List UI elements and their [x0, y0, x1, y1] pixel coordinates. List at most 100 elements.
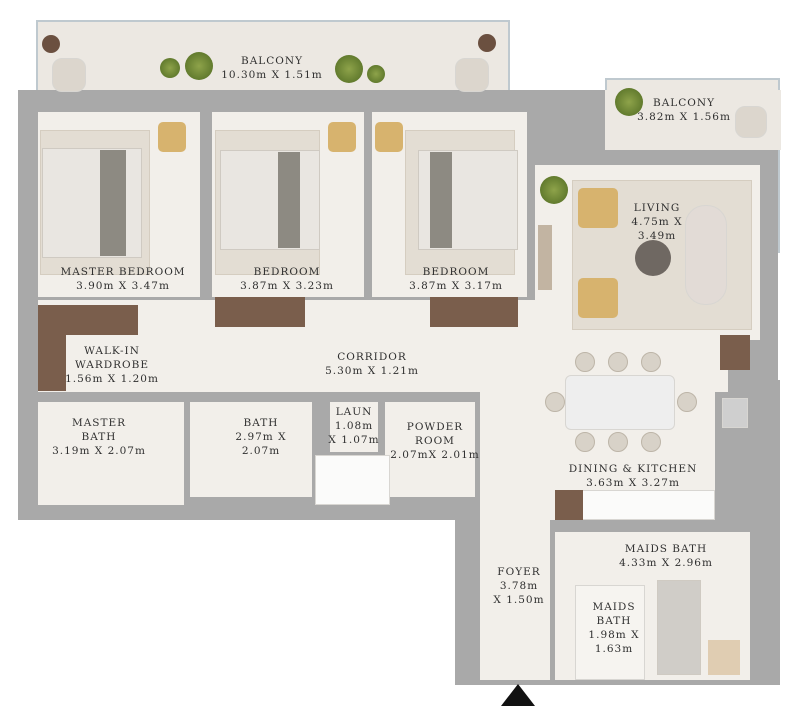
room-size: 5.30m X 1.21m [325, 365, 419, 377]
dining-chair [575, 432, 595, 452]
room-size: 4.75m X [631, 216, 683, 228]
dining-chair [608, 352, 628, 372]
room-name: MAIDS BATH [624, 543, 708, 555]
kitchen-cabinet [555, 490, 583, 520]
dining-chair [575, 352, 595, 372]
label-bedroom-2: BEDROOM 3.87m X 3.23m [240, 265, 334, 293]
room-size: 2.07m [241, 445, 281, 457]
room-name: MASTER [71, 417, 127, 429]
master-bed [42, 148, 142, 258]
room-name: BATH [81, 431, 117, 443]
laundry-shower [315, 455, 390, 505]
room-name: BATH [596, 615, 632, 627]
room-size: 3.87m X 3.23m [240, 280, 334, 292]
room-size: 2.07mX 2.01m [390, 449, 480, 461]
room-size: 2.97m X [235, 431, 287, 443]
plant-icon [160, 58, 180, 78]
maids-side-table [708, 640, 740, 675]
dining-chair [608, 432, 628, 452]
bath-floor [190, 402, 312, 497]
room-size: 3.49m [637, 230, 677, 242]
label-balcony-main: BALCONY 10.30m X 1.51m [221, 54, 323, 82]
sofa [685, 205, 727, 305]
label-corridor: CORRIDOR 5.30m X 1.21m [325, 350, 419, 378]
foyer-floor [480, 520, 550, 680]
walk-in-wardrobe-side [38, 305, 66, 391]
bedroom-2-bed [220, 150, 320, 250]
room-size: X 1.07m [328, 434, 380, 446]
balcony-chair [455, 58, 489, 92]
coffee-table [635, 240, 671, 276]
bedroom-3-wardrobe [430, 297, 518, 327]
room-name: LAUN [335, 406, 373, 418]
armchair-bedroom-3 [375, 122, 403, 152]
living-armchair-1 [578, 188, 618, 228]
room-name: WARDROBE [74, 359, 150, 371]
room-size: 1.08m [334, 420, 374, 432]
room-size: 1.98m X [588, 629, 640, 641]
label-powder: POWDER ROOM 2.07mX 2.01m [390, 420, 479, 462]
dining-chair [641, 352, 661, 372]
room-name: BALCONY [652, 97, 716, 109]
label-maids-bath: MAIDS BATH 1.98m X 1.63m [588, 600, 639, 656]
plant-icon [540, 176, 568, 204]
dining-chair [641, 432, 661, 452]
room-name: ROOM [415, 435, 455, 447]
label-living: LIVING 4.75m X 3.49m [631, 201, 682, 243]
balcony-side-table [478, 34, 496, 52]
powder-floor [385, 402, 475, 497]
room-size: 4.33m X 2.96m [619, 557, 713, 569]
room-size: 10.30m X 1.51m [221, 69, 323, 81]
room-name: MAIDS [592, 601, 636, 613]
bedroom-3-blanket [430, 152, 452, 248]
room-name: FOYER [497, 566, 541, 578]
balcony-main [36, 20, 510, 100]
room-size: 3.87m X 3.17m [409, 280, 503, 292]
maids-bed [657, 580, 701, 675]
room-name: MASTER BEDROOM [60, 266, 186, 278]
laun-floor [330, 402, 378, 452]
label-master-bath: MASTER BATH 3.19m X 2.07m [52, 416, 146, 458]
label-laun: LAUN 1.08m X 1.07m [328, 405, 379, 447]
armchair-master [158, 122, 186, 152]
room-name: BATH [243, 417, 279, 429]
cooktop [722, 398, 748, 428]
plant-icon [335, 55, 363, 83]
plant-icon [615, 88, 643, 116]
dining-chair [677, 392, 697, 412]
label-foyer: FOYER 3.78m X 1.50m [493, 565, 544, 607]
plant-icon [185, 52, 213, 80]
room-name: BALCONY [240, 55, 304, 67]
bedroom-2-blanket [278, 152, 300, 248]
master-blanket [100, 150, 126, 256]
room-name: BEDROOM [253, 266, 321, 278]
label-bedroom-3: BEDROOM 3.87m X 3.17m [409, 265, 503, 293]
balcony-chair [52, 58, 86, 92]
label-bath: BATH 2.97m X 2.07m [235, 416, 286, 458]
room-name: POWDER [406, 421, 464, 433]
bedroom-2-wardrobe [215, 297, 305, 327]
room-size: 3.19m X 2.07m [52, 445, 146, 457]
dining-table [565, 375, 675, 430]
room-name: CORRIDOR [337, 351, 407, 363]
room-size: 1.56m X 1.20m [65, 373, 159, 385]
kitchen-tall-unit [720, 335, 750, 370]
room-size: X 1.50m [493, 594, 545, 606]
balcony-side-table [42, 35, 60, 53]
room-size: 1.63m [594, 643, 634, 655]
maids-bath-floor [575, 585, 645, 680]
room-name: BEDROOM [422, 266, 490, 278]
room-name: LIVING [633, 202, 681, 214]
room-size: 3.82m X 1.56m [637, 111, 731, 123]
room-name: DINING & KITCHEN [568, 463, 698, 475]
triangle-up-icon [501, 684, 535, 706]
plant-icon [367, 65, 385, 83]
label-maids-room: MAIDS BATH 4.33m X 2.96m [619, 542, 713, 570]
room-size: 3.78m [499, 580, 539, 592]
living-armchair-2 [578, 278, 618, 318]
armchair-bedroom-2 [328, 122, 356, 152]
dining-chair [545, 392, 565, 412]
